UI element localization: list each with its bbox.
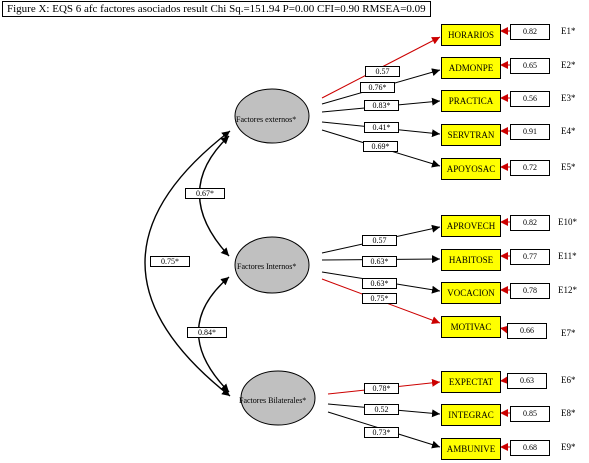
indicator-box-integrac: INTEGRAC xyxy=(441,404,501,426)
correlation-curve-externos-bilaterales xyxy=(144,130,231,397)
error-variance-e11: 0.77 xyxy=(510,249,550,265)
loading-coefficient-expectat: 0.78* xyxy=(364,383,399,394)
indicator-box-expectat: EXPECTAT xyxy=(441,371,501,393)
error-label-e1: E1* xyxy=(561,26,576,36)
error-variance-e9: 0.68 xyxy=(510,440,550,456)
error-variance-e12: 0.78 xyxy=(510,283,550,299)
loading-coefficient-practica: 0.83* xyxy=(364,100,399,111)
loading-coefficient-habitose: 0.63* xyxy=(362,256,397,267)
error-variance-e5: 0.72 xyxy=(510,160,550,176)
indicator-box-servtran: SERVTRAN xyxy=(441,124,501,146)
error-label-e10: E10* xyxy=(558,217,577,227)
error-variance-e2: 0.65 xyxy=(510,58,550,74)
loading-coefficient-vocacion: 0.63* xyxy=(362,278,397,289)
error-variance-e6: 0.63 xyxy=(507,373,547,389)
correlation-coefficient-externos-internos: 0.67* xyxy=(185,188,225,199)
loading-coefficient-integrac: 0.52 xyxy=(364,404,399,415)
indicator-box-admonpe: ADMONPE xyxy=(441,57,501,79)
error-label-e3: E3* xyxy=(561,93,576,103)
factor-label-internos: Factores Internos* xyxy=(237,262,297,271)
loading-coefficient-admonpe: 0.76* xyxy=(360,82,395,93)
factor-ellipse-internos xyxy=(234,236,310,294)
figure-title: Figure X: EQS 6 afc factores asociados r… xyxy=(2,1,431,17)
loading-coefficient-motivac: 0.75* xyxy=(362,293,397,304)
error-variance-e4: 0.91 xyxy=(510,124,550,140)
error-label-e12: E12* xyxy=(558,285,577,295)
loading-coefficient-ambunive: 0.73* xyxy=(364,427,399,438)
indicator-box-motivac: MOTIVAC xyxy=(441,316,501,338)
loading-coefficient-horarios: 0.57 xyxy=(365,66,400,77)
indicator-box-apoyosac: APOYOSAC xyxy=(441,158,501,180)
error-variance-e7: 0.66 xyxy=(507,323,547,339)
indicator-box-habitose: HABITOSE xyxy=(441,249,501,271)
error-label-e6: E6* xyxy=(561,375,576,385)
indicator-box-practica: PRACTICA xyxy=(441,90,501,112)
loading-coefficient-servtran: 0.41* xyxy=(364,122,399,133)
indicator-box-vocacion: VOCACION xyxy=(441,282,501,304)
error-label-e8: E8* xyxy=(561,408,576,418)
correlation-coefficient-externos-bilaterales: 0.75* xyxy=(150,256,190,267)
loading-coefficient-aprovech: 0.57 xyxy=(362,235,397,246)
indicator-box-horarios: HORARIOS xyxy=(441,24,501,46)
indicator-box-aprovech: APROVECH xyxy=(441,215,501,237)
factor-label-bilaterales: Factores Bilaterales* xyxy=(239,396,307,405)
error-label-e11: E11* xyxy=(558,251,577,261)
error-label-e9: E9* xyxy=(561,442,576,452)
error-variance-e8: 0.85 xyxy=(510,406,550,422)
loading-coefficient-apoyosac: 0.69* xyxy=(363,141,398,152)
error-label-e2: E2* xyxy=(561,60,576,70)
error-label-e7: E7* xyxy=(561,328,576,338)
correlation-coefficient-internos-bilaterales: 0.84* xyxy=(187,327,227,338)
factor-label-externos: Factores externos* xyxy=(236,115,297,124)
error-variance-e3: 0.56 xyxy=(510,91,550,107)
factor-ellipse-bilaterales xyxy=(240,370,316,426)
indicator-box-ambunive: AMBUNIVE xyxy=(441,438,501,460)
error-variance-e1: 0.82 xyxy=(510,24,550,40)
error-label-e4: E4* xyxy=(561,126,576,136)
error-variance-e10: 0.82 xyxy=(510,215,550,231)
error-label-e5: E5* xyxy=(561,162,576,172)
factor-ellipse-externos xyxy=(234,88,310,144)
